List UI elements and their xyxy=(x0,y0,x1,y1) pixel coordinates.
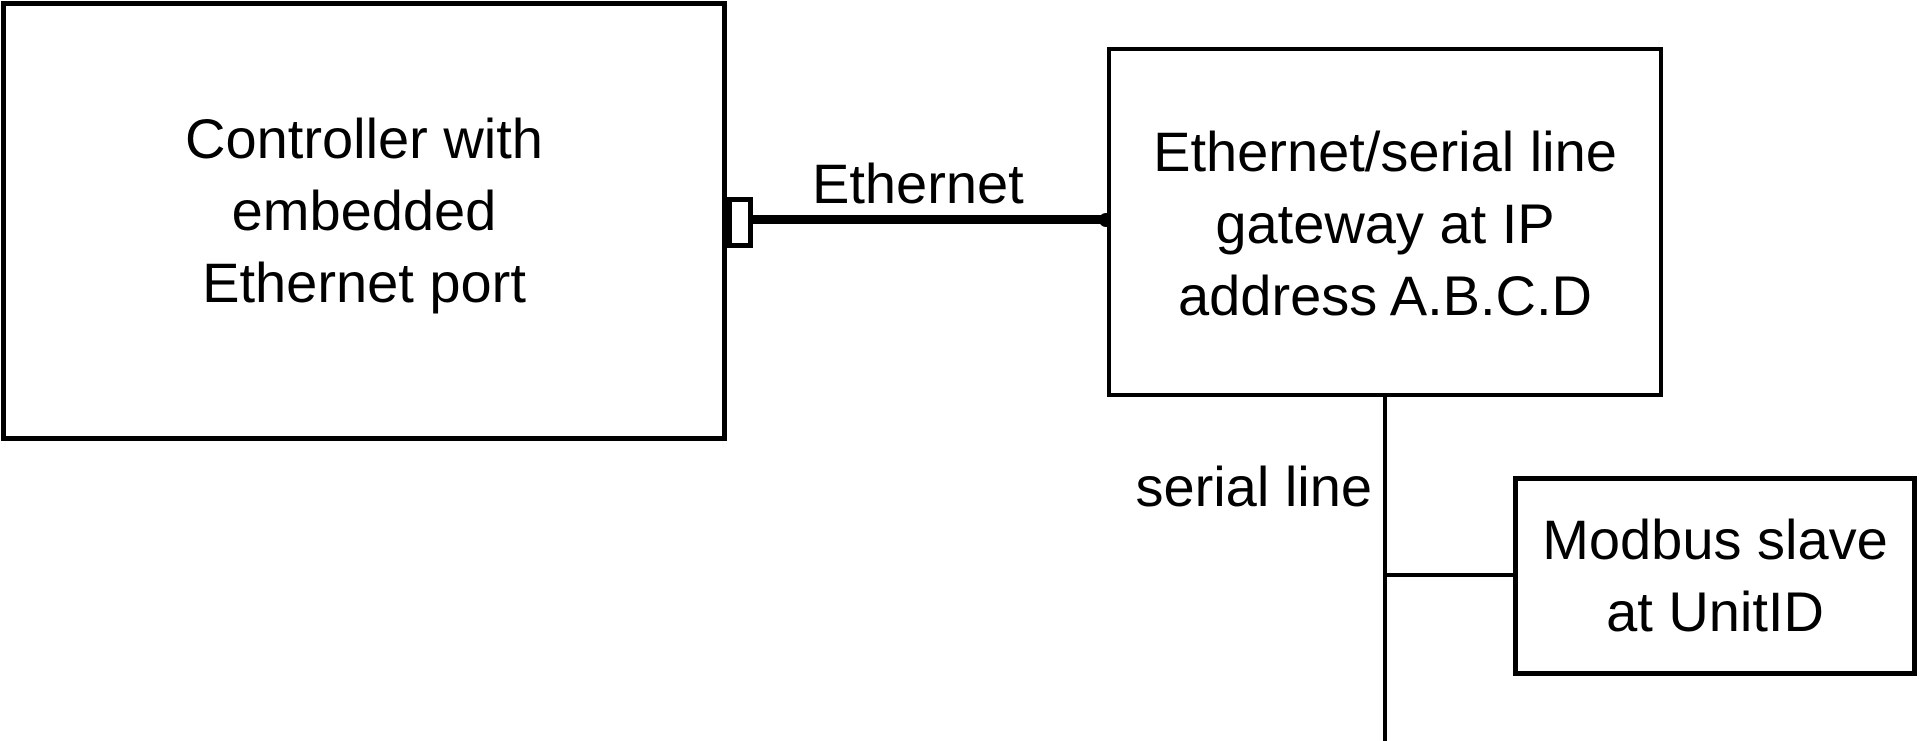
label-line: Ethernet/serial line xyxy=(1153,120,1617,183)
controller-node-box xyxy=(1,1,727,441)
modbus-slave-node-box xyxy=(1513,476,1917,676)
serial-link-line xyxy=(1383,395,1387,741)
label-line: address A.B.C.D xyxy=(1178,264,1592,327)
serial-branch-line xyxy=(1385,573,1513,577)
ethernet-link-label: Ethernet xyxy=(812,152,1024,215)
ethernet-link-line xyxy=(753,215,1107,224)
modbus-slave-node-label: Modbus slave at UnitID xyxy=(1513,504,1917,648)
label-line: Modbus slave xyxy=(1542,508,1888,571)
label-line: embedded xyxy=(231,179,497,242)
serial-link-label: serial line xyxy=(1135,455,1372,518)
label-line: gateway at IP xyxy=(1215,192,1555,255)
ethernet-port-connector xyxy=(727,197,753,248)
controller-node-label: Controller with embedded Ethernet port xyxy=(1,103,727,319)
label-line: Controller with xyxy=(185,107,543,170)
label-line: Ethernet port xyxy=(202,251,526,314)
label-line: at UnitID xyxy=(1606,580,1824,643)
gateway-node-label: Ethernet/serial line gateway at IP addre… xyxy=(1107,116,1663,332)
